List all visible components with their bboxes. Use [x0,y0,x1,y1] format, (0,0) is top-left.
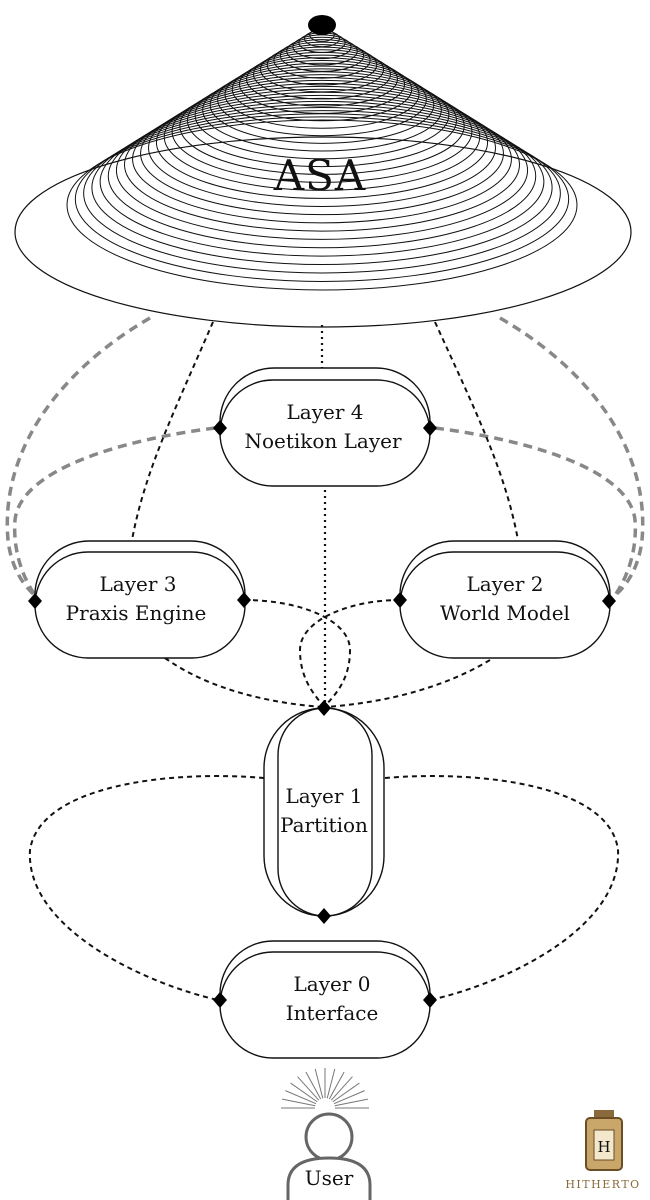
layer0-node[interactable]: Layer 0 Interface [219,940,431,1059]
marker-layer0-left [213,992,227,1008]
asa-label: ASA [273,151,366,200]
asa-cone-rings [66,28,578,291]
cone-ring [148,88,496,207]
user-head-icon [304,1112,354,1162]
layer3-subtitle: Praxis Engine [66,601,207,625]
cone-ring [246,51,398,107]
grey-arc-right-inner [434,426,638,604]
layer4-subtitle: Noetikon Layer [244,429,402,453]
user-figure: User [281,1068,372,1200]
logo-letter: H [597,1138,610,1156]
layer4-node[interactable]: Layer 4 Noetikon Layer [219,367,431,487]
cone-ring [140,91,504,216]
connectors [28,321,620,1001]
lantern-window-icon [593,1129,615,1161]
layer4-title: Layer 4 [287,400,364,424]
cone-ring [217,62,427,137]
signal-ray [305,1071,322,1100]
cone-ring [155,85,489,199]
layer3-right-loop [243,599,352,708]
marker-layer3-left [28,593,42,609]
layer3-title: Layer 3 [100,572,177,596]
cone-ring [194,71,450,160]
asa-to-layer3-dashed [131,321,214,541]
cone-ring [74,116,570,282]
layer1-left-loop [28,775,265,1001]
cone-ring [66,119,578,291]
signal-ray [330,1076,353,1101]
layer3-bottom-to-layer1 [164,657,323,708]
cone-ring [209,65,435,144]
layer2-left-loop [298,599,401,708]
cone-ring [132,94,512,224]
cone-ring [91,110,553,266]
user-signal-rays [281,1068,369,1109]
layer2-bottom-to-layer1 [325,659,491,708]
cone-ring [231,57,413,122]
grey-arc-left-inner [12,426,216,604]
layer1-subtitle: Partition [280,813,368,837]
signal-ray [314,1068,324,1099]
lantern-top-icon [594,1110,614,1118]
marker-layer4-left [213,420,227,436]
marker-layer1-top [317,700,331,716]
cone-ring [107,103,537,249]
user-label: User [305,1166,354,1190]
signal-ray [326,1068,336,1099]
layer1-node[interactable]: Layer 1 Partition [263,707,385,917]
layer0-subtitle: Interface [286,1001,379,1025]
hitherto-logo: H HITHERTO [565,1110,640,1191]
cone-ring [163,82,481,191]
asa-cone: ASA [14,15,632,328]
asa-to-layer2-dashed [434,321,519,541]
layer2-title: Layer 2 [467,572,544,596]
cone-ring [99,107,545,257]
signal-ray [285,1090,317,1105]
signal-ray [332,1082,360,1103]
marker-layer4-right [423,420,437,436]
layer0-title: Layer 0 [294,972,371,996]
marker-layer0-right [423,992,437,1008]
connector-markers [28,420,616,1008]
signal-ray [333,1090,365,1105]
marker-layer2-left [393,592,407,608]
layer3-node[interactable]: Layer 3 Praxis Engine [34,540,246,659]
marker-layer3-right [237,592,251,608]
cone-ring [179,77,465,175]
cone-ring [83,113,561,274]
asa-apex [308,15,336,35]
layer1-title: Layer 1 [286,784,363,808]
cone-ring [115,100,529,240]
signal-ray [282,1098,316,1107]
layer2-node[interactable]: Layer 2 World Model [399,540,611,659]
user-body-icon [286,1156,372,1200]
signal-ray [328,1071,345,1100]
outer-grey-connectors [5,316,645,608]
marker-layer2-right [602,593,616,609]
signal-ray [290,1082,318,1103]
layer2-subtitle: World Model [440,601,570,625]
signal-ray [334,1098,368,1107]
layer1-right-loop [384,775,620,1001]
marker-layer1-bottom [317,908,331,924]
cone-ring [124,97,520,232]
cone-ring [224,60,420,129]
signal-ray [297,1076,320,1101]
logo-wordmark: HITHERTO [565,1178,640,1191]
